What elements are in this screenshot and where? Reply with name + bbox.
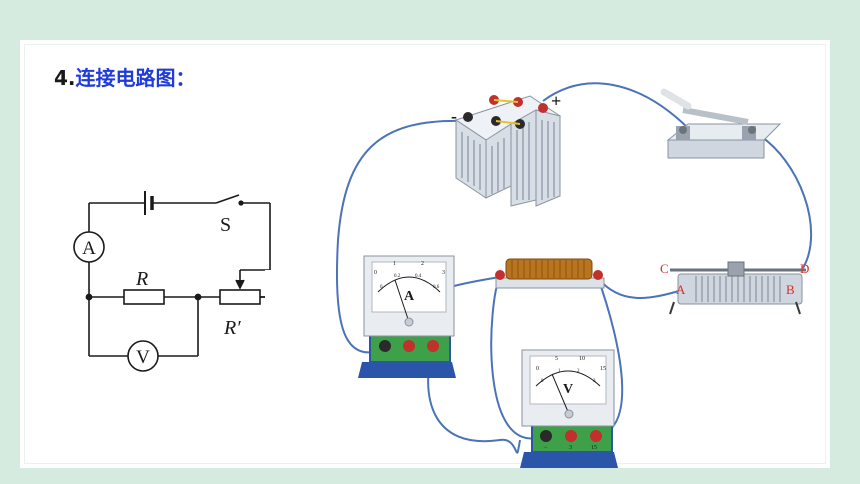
rheostat-terminal-b: B [786, 282, 795, 297]
battery-plus-label: + [551, 91, 561, 111]
heading-number: 4. [54, 66, 76, 90]
voltmeter-terminal-15: 15 [591, 445, 597, 451]
ammeter-scale-top-0: 0 [374, 270, 377, 276]
ammeter-scale-top-3: 3 [442, 270, 445, 276]
ammeter-scale-bottom-2: 0.4 [415, 274, 422, 279]
ammeter-scale-bottom-0: 0 [380, 285, 383, 290]
ammeter-device: 0 1 2 3 0 0.2 0.4 0.6 A [358, 255, 456, 378]
knife-switch [660, 88, 782, 159]
battery-terminals [463, 95, 548, 129]
voltmeter-device: 0 5 10 15 0 1 2 3 V − 3 15 [520, 349, 618, 468]
voltmeter-scale-top-1: 5 [555, 356, 558, 362]
voltmeter-symbol: V [127, 340, 159, 372]
heading-text: 连接电路图： [75, 66, 196, 90]
voltmeter-scale-bottom-1: 1 [558, 369, 561, 374]
ammeter-scale-bottom-1: 0.2 [394, 274, 401, 279]
voltmeter-scale-bottom-2: 2 [577, 369, 580, 374]
switch-label: S [220, 214, 231, 236]
ammeter-symbol-label: A [82, 238, 96, 259]
voltmeter-scale-bottom-0: 0 [541, 379, 544, 384]
ammeter-letter: A [404, 289, 415, 304]
rheostat-mask [265, 270, 287, 304]
heading: 4.连接电路图： [54, 62, 196, 91]
voltmeter-scale-bottom-3: 3 [593, 379, 596, 384]
sliding-rheostat: C D A B [660, 261, 809, 315]
voltmeter-scale-top-2: 10 [579, 356, 585, 362]
voltmeter-scale-top-3: 15 [600, 366, 606, 372]
resistor-label: R [135, 268, 148, 290]
voltmeter-scale-top-0: 0 [536, 366, 539, 372]
ammeter-scale-bottom-3: 0.6 [433, 285, 440, 290]
rheostat-label: R′ [223, 317, 241, 339]
rheostat-terminal-c: C [660, 261, 669, 276]
battery-minus-label: - [451, 106, 457, 126]
rheostat-terminal-a: A [676, 282, 686, 297]
ammeter-scale-top-1: 1 [393, 261, 396, 267]
circuit-schematic [85, 191, 286, 357]
battery-pack: - + [451, 91, 561, 207]
ammeter-symbol: A [73, 231, 105, 263]
voltmeter-terminal-3: 3 [569, 445, 572, 451]
fixed-resistor [495, 258, 605, 289]
voltmeter-terminal-minus: − [544, 445, 548, 451]
voltmeter-symbol-label: V [136, 347, 150, 368]
ammeter-scale-top-2: 2 [421, 261, 424, 267]
voltmeter-letter: V [563, 382, 573, 397]
rheostat-terminal-d: D [800, 261, 809, 276]
